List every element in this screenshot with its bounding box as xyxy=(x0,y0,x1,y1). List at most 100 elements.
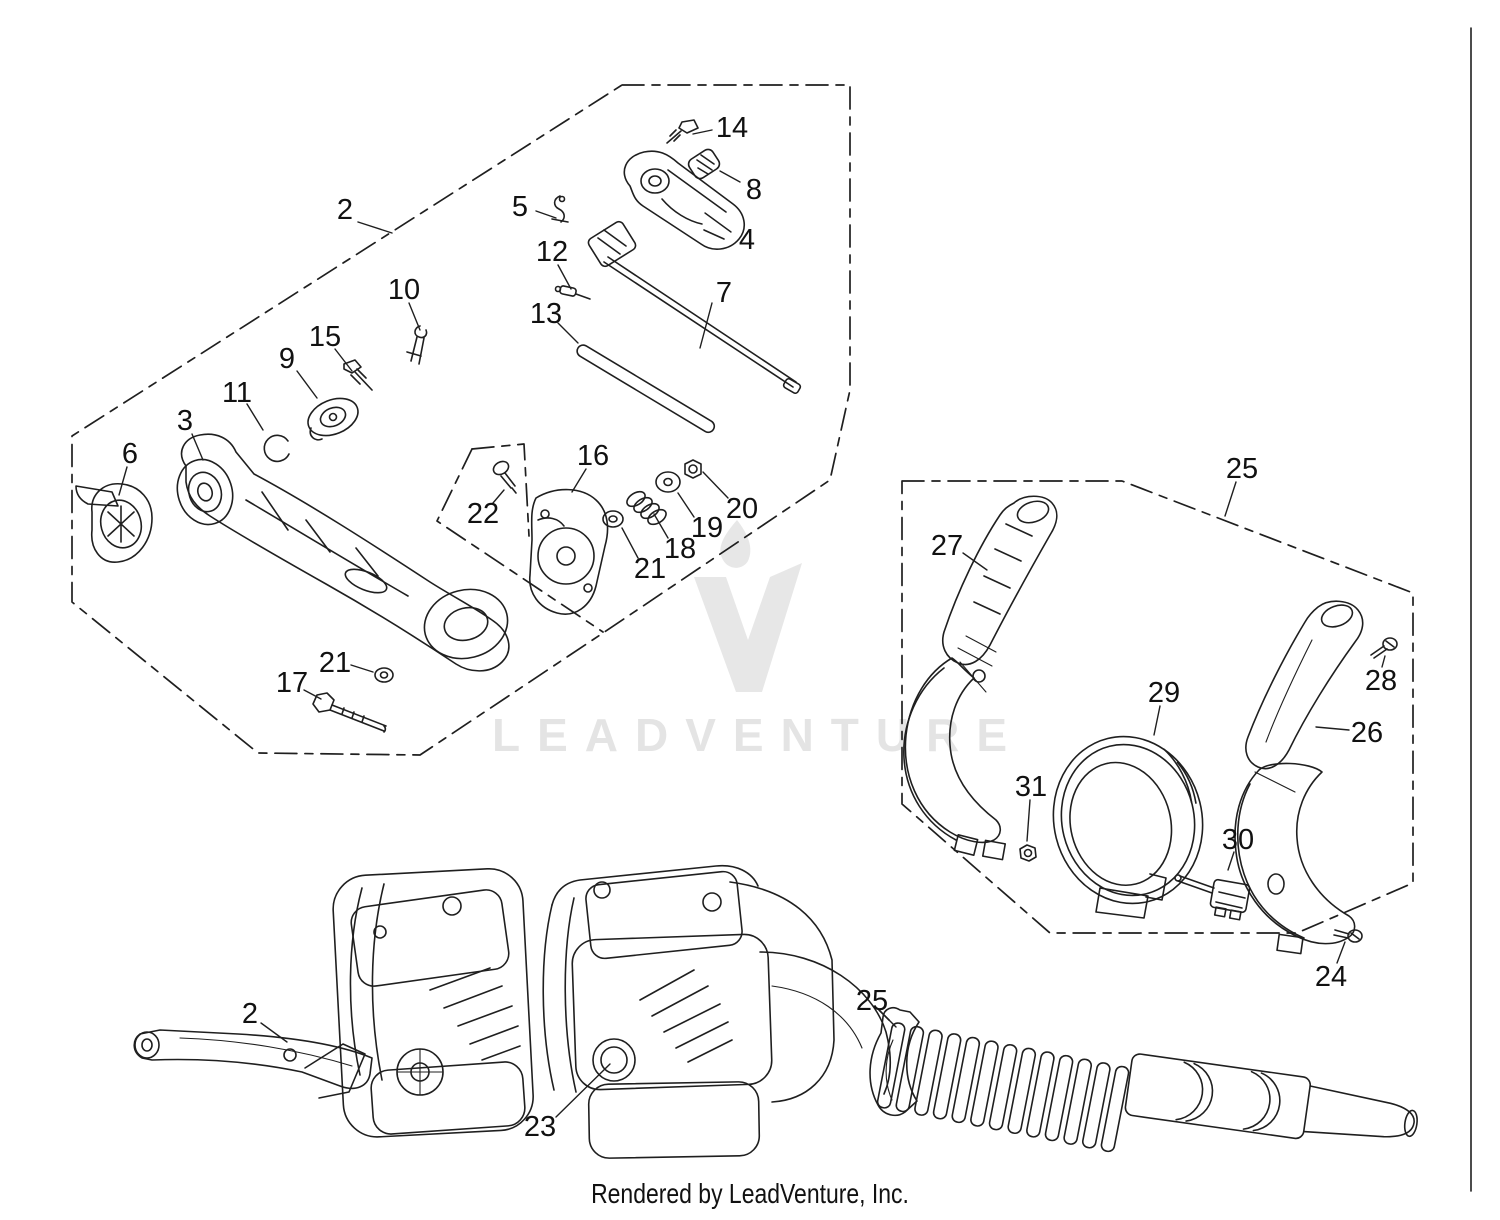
leader-line xyxy=(1381,655,1386,668)
part-washer-21a xyxy=(602,510,624,528)
leader-line xyxy=(1224,481,1237,517)
leader-line xyxy=(408,302,421,331)
callout-21a: 21 xyxy=(621,527,666,585)
leader-line xyxy=(677,492,695,518)
leader-line xyxy=(699,302,713,349)
leader-line xyxy=(334,348,353,372)
leader-line xyxy=(653,513,669,539)
part-handle-half-26 xyxy=(1234,600,1364,955)
callout-label: 19 xyxy=(691,512,723,544)
callout-2-bottom: 2 xyxy=(242,998,288,1043)
part-blower-tube xyxy=(1124,1053,1418,1140)
part-clip-5 xyxy=(551,195,569,223)
callout-16: 16 xyxy=(571,440,609,493)
illustration-blower-right xyxy=(542,864,892,1159)
part-ring-11 xyxy=(263,434,290,463)
callout-4: 4 xyxy=(704,212,755,256)
callout-14: 14 xyxy=(692,112,748,144)
callout-22: 22 xyxy=(467,489,505,530)
callout-6: 6 xyxy=(118,438,138,496)
callout-label: 16 xyxy=(577,440,609,472)
callout-28: 28 xyxy=(1365,655,1397,697)
callout-17: 17 xyxy=(276,667,322,700)
callout-label: 2 xyxy=(337,194,353,226)
leader-line xyxy=(191,433,204,461)
callout-label: 25 xyxy=(1226,453,1258,485)
part-fan-cover-16 xyxy=(529,488,609,615)
group-boundary-fan-cover-sub xyxy=(436,443,604,633)
leader-line xyxy=(492,489,505,504)
group-boundary-handle-assembly xyxy=(71,84,851,756)
leader-line xyxy=(557,264,572,290)
leader-line xyxy=(1026,799,1031,842)
callout-label: 31 xyxy=(1015,771,1047,803)
callout-label: 6 xyxy=(122,438,138,470)
part-washer-19 xyxy=(655,471,681,493)
leader-line xyxy=(260,1022,288,1043)
callout-label: 15 xyxy=(309,321,341,353)
leader-line xyxy=(1336,941,1346,964)
callout-label: 21 xyxy=(634,553,666,585)
callout-label: 24 xyxy=(1315,961,1347,993)
leader-line xyxy=(357,221,393,234)
callout-label: 14 xyxy=(716,112,748,144)
part-bolt-17 xyxy=(312,692,387,733)
callout-8: 8 xyxy=(719,170,762,206)
part-choke-connector xyxy=(587,220,637,268)
callout-31: 31 xyxy=(1015,771,1047,842)
part-throttle-drum-9 xyxy=(307,397,359,441)
callout-12: 12 xyxy=(536,236,572,290)
callout-2-top: 2 xyxy=(337,194,393,234)
callout-label: 29 xyxy=(1148,677,1180,709)
leader-line xyxy=(557,322,579,344)
leader-line xyxy=(879,1010,897,1028)
part-switch-connector-30 xyxy=(1174,874,1251,921)
part-flex-hose xyxy=(876,1022,1130,1153)
callout-label: 23 xyxy=(524,1111,556,1143)
callout-3: 3 xyxy=(177,405,204,461)
group-boundary-handle-grip-kit xyxy=(901,480,1414,934)
callout-label: 10 xyxy=(388,274,420,306)
callout-5: 5 xyxy=(512,191,557,223)
callout-27: 27 xyxy=(931,530,988,571)
callout-30: 30 xyxy=(1222,824,1254,871)
callout-7: 7 xyxy=(699,277,732,349)
leader-line xyxy=(719,170,741,183)
callout-23: 23 xyxy=(524,1063,611,1143)
callout-label: 22 xyxy=(467,498,499,530)
footer-credit: Rendered by LeadVenture, Inc. xyxy=(591,1178,909,1209)
part-throttle-cable-7 xyxy=(603,256,802,395)
callout-25-group: 25 xyxy=(1224,453,1258,517)
part-cable-end-12 xyxy=(554,285,591,300)
leader-line xyxy=(246,403,264,431)
leader-line xyxy=(535,210,557,219)
callout-label: 26 xyxy=(1351,717,1383,749)
callout-25-clamp: 25 xyxy=(856,985,897,1028)
leader-line xyxy=(303,689,322,700)
part-handle-arm-3 xyxy=(176,433,510,672)
callout-label: 9 xyxy=(279,343,295,375)
part-starter-cap-6 xyxy=(75,483,153,563)
callout-label: 3 xyxy=(177,405,193,437)
leader-line xyxy=(1227,851,1235,871)
leader-line xyxy=(621,527,639,559)
leader-line xyxy=(555,1063,611,1118)
part-bolt-15 xyxy=(343,359,373,391)
leader-line xyxy=(704,212,732,233)
part-spring-18 xyxy=(626,490,667,526)
leader-line xyxy=(118,466,128,496)
part-nut-31 xyxy=(1019,844,1037,862)
part-nut-20 xyxy=(684,459,702,479)
callout-label: 17 xyxy=(276,667,308,699)
part-clamp-ring-29 xyxy=(1052,735,1204,919)
part-handle-half-27 xyxy=(903,495,1058,861)
callout-10: 10 xyxy=(388,274,421,331)
leader-line xyxy=(1315,726,1350,731)
callout-label: 21 xyxy=(319,647,351,679)
leader-line xyxy=(692,129,713,135)
callout-20: 20 xyxy=(702,471,758,525)
callout-label: 4 xyxy=(739,224,755,256)
leader-line xyxy=(296,370,318,399)
illustration-blower-left xyxy=(133,867,534,1138)
